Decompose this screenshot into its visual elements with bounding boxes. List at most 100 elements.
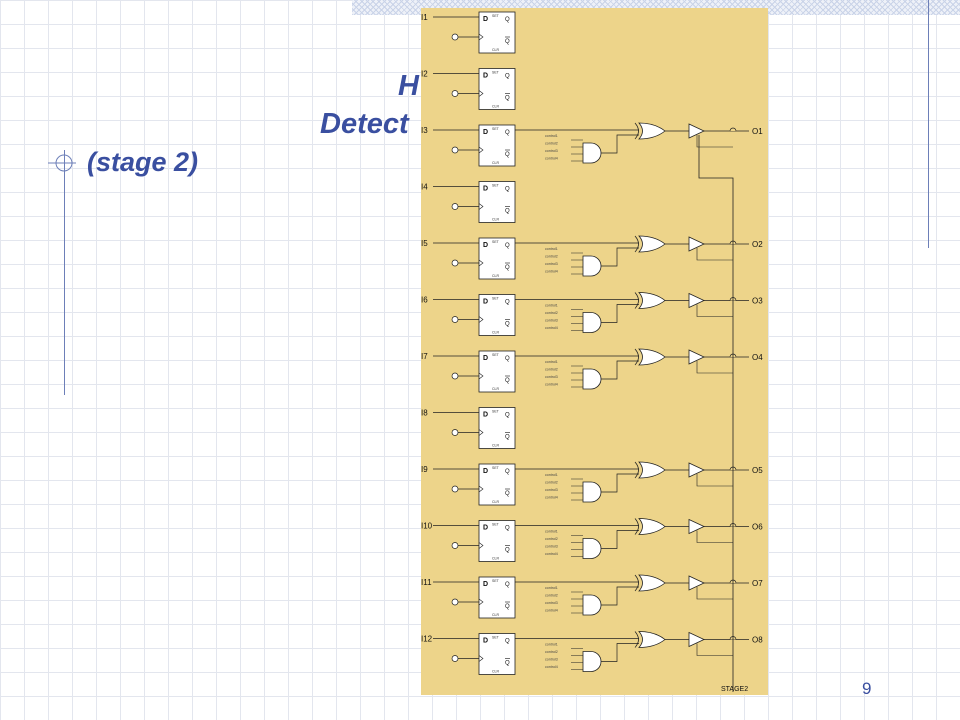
control-label: control1 (545, 247, 558, 251)
input-label: I9 (421, 465, 428, 474)
enable-wire (696, 530, 733, 543)
output-label: O1 (752, 127, 763, 136)
flip-flop-box (478, 237, 516, 280)
control-label: control3 (545, 262, 558, 266)
output-label: O3 (752, 297, 763, 306)
control-label: control3 (545, 658, 558, 662)
ff-clock-mark (478, 655, 484, 662)
clock-bubble (451, 146, 459, 154)
xor-gate (638, 461, 666, 479)
input-label: I11 (421, 578, 432, 587)
and-gate (582, 255, 602, 277)
flip-flop-box (478, 520, 516, 562)
ff-q-label: Q (505, 130, 510, 136)
xor-gate (638, 122, 666, 140)
control-label: control3 (545, 375, 558, 379)
ff-qbar-label: Q (505, 604, 510, 610)
tristate-buffer (688, 631, 705, 648)
tristate-buffer (688, 462, 705, 478)
ff-d-label: D (483, 638, 488, 645)
ff-qbar-label: Q (505, 209, 510, 215)
control-label: control2 (545, 311, 558, 315)
output-label: O8 (752, 636, 763, 645)
ff-clock-mark (478, 90, 484, 97)
clock-bubble (451, 203, 459, 210)
input-label: I1 (421, 13, 428, 22)
control-label: control1 (545, 473, 558, 477)
ff-clr-label: CLR (492, 500, 499, 504)
output-label: O7 (752, 579, 763, 588)
ff-q-label: Q (505, 469, 510, 475)
ff-clr-label: CLR (492, 670, 499, 674)
ff-q-label: Q (505, 187, 510, 193)
slide-title-line1: H (398, 70, 419, 102)
and-input-wires (571, 252, 583, 275)
control-label: control2 (545, 368, 558, 372)
xor-gate-curve (634, 518, 639, 535)
control-label: control1 (545, 134, 558, 138)
xor-gate-curve (634, 574, 639, 592)
ff-q-label: Q (505, 300, 510, 306)
flip-flop-box (478, 181, 516, 223)
ff-clr-label: CLR (492, 48, 499, 52)
ff-d-label: D (483, 525, 488, 532)
ff-set-label: SET (492, 240, 500, 244)
page-number: 9 (862, 679, 872, 698)
ff-set-label: SET (492, 184, 500, 188)
and-output-wire (601, 643, 639, 662)
ff-set-label: SET (492, 636, 500, 640)
xor-gate-curve (634, 235, 639, 253)
bullet-icon (48, 154, 76, 172)
clock-bubble (451, 316, 459, 323)
ff-clr-label: CLR (492, 387, 499, 391)
flip-flop-box (478, 68, 516, 110)
ff-clr-label: CLR (492, 444, 499, 448)
xor-gate (638, 631, 666, 648)
input-label: I8 (421, 409, 428, 418)
control-label: control1 (545, 586, 558, 590)
tristate-buffer (688, 123, 705, 139)
clock-bubble (451, 429, 459, 436)
ff-set-label: SET (492, 523, 500, 527)
ff-q-label: Q (505, 582, 510, 588)
enable-wire (696, 643, 733, 656)
flip-flop-box (478, 350, 516, 393)
wire-crossover (729, 127, 737, 132)
and-input-wires (571, 139, 583, 162)
input-label: I4 (421, 183, 428, 192)
flip-flop-box (478, 463, 516, 506)
control-label: control4 (545, 552, 558, 556)
xor-gate-curve (634, 122, 639, 140)
ff-qbar-label: Q (505, 548, 510, 554)
clock-bubble (451, 259, 459, 267)
xor-gate (638, 518, 666, 535)
and-input-wires (571, 365, 583, 388)
ff-q-label: Q (505, 243, 510, 249)
control-label: control2 (545, 142, 558, 146)
and-output-wire (601, 586, 639, 606)
xor-gate (638, 292, 666, 309)
flip-flop-box (478, 407, 516, 449)
bullet-stage-label: (stage 2) (87, 147, 199, 177)
ff-clr-label: CLR (492, 557, 499, 561)
ff-clock-mark (478, 429, 484, 436)
ff-d-label: D (483, 129, 488, 136)
slide-title-line2: Detect (320, 108, 409, 140)
control-label: control3 (545, 149, 558, 153)
input-label: I2 (421, 70, 428, 79)
input-label: I7 (421, 352, 428, 361)
and-output-wire (601, 304, 639, 323)
xor-gate (638, 574, 666, 592)
control-label: control2 (545, 255, 558, 259)
control-label: control2 (545, 481, 558, 485)
and-input-wires (571, 648, 583, 670)
control-label: control2 (545, 594, 558, 598)
control-label: control4 (545, 157, 558, 161)
flip-flop-box (478, 633, 516, 675)
and-gate (582, 368, 602, 390)
